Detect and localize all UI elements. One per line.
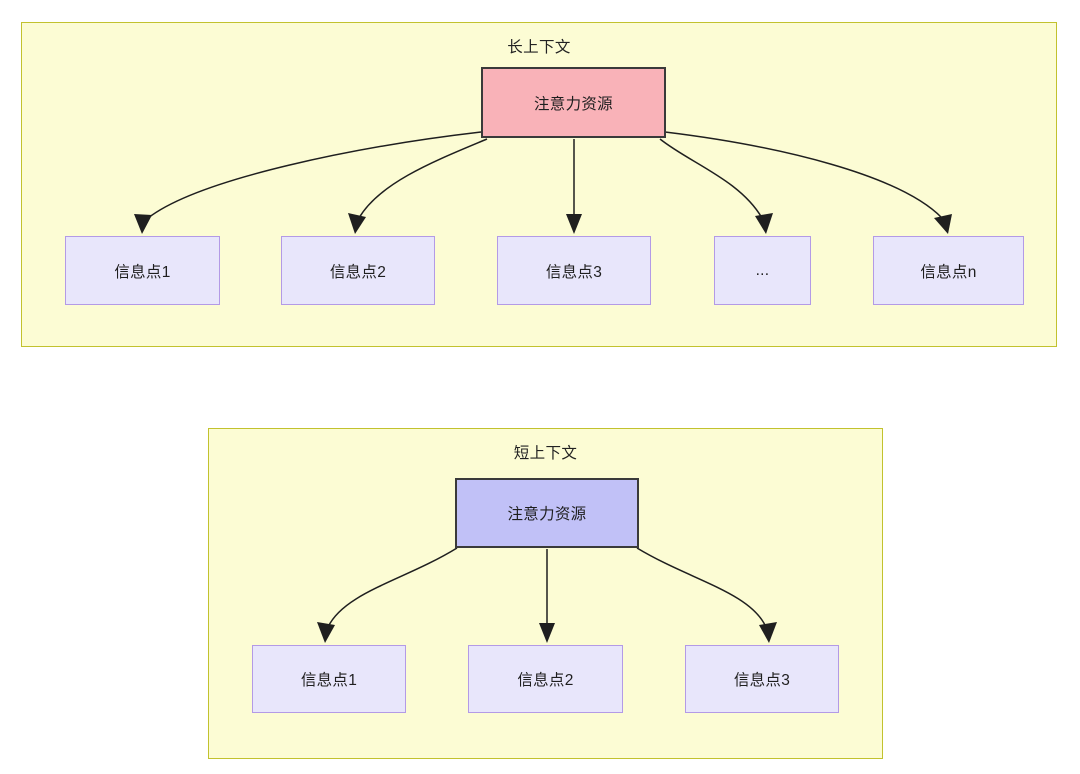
node-info-point-long-3-label: 信息点3	[545, 263, 603, 281]
node-info-point-short-2[interactable]: 信息点2	[468, 645, 623, 713]
node-info-point-short-3-label: 信息点3	[733, 672, 791, 689]
node-info-point-long-2-label: 信息点2	[329, 263, 387, 281]
panel-long-context-title: 长上下文	[507, 39, 571, 56]
node-info-point-short-1[interactable]: 信息点1	[252, 645, 406, 713]
node-attention-resource-long[interactable]: 注意力资源	[481, 67, 666, 138]
node-info-point-long-3[interactable]: 信息点3	[497, 236, 651, 305]
panel-short-context-title: 短上下文	[513, 445, 578, 462]
node-attention-resource-short-label: 注意力资源	[507, 506, 587, 523]
node-attention-resource-long-label: 注意力资源	[533, 95, 613, 113]
node-info-point-long-n[interactable]: 信息点n	[873, 236, 1024, 305]
node-attention-resource-short[interactable]: 注意力资源	[455, 478, 639, 548]
node-info-point-long-1-label: 信息点1	[114, 263, 171, 281]
node-info-point-long-1[interactable]: 信息点1	[65, 236, 220, 305]
node-info-point-long-2[interactable]: 信息点2	[281, 236, 435, 305]
node-info-point-short-1-label: 信息点1	[300, 672, 358, 689]
node-info-point-short-3[interactable]: 信息点3	[685, 645, 839, 713]
node-info-point-long-n-label: 信息点n	[920, 263, 977, 281]
node-info-point-long-ellipsis[interactable]: ...	[714, 236, 811, 305]
node-info-point-short-2-label: 信息点2	[517, 672, 574, 689]
node-info-point-long-ellipsis-label: ...	[755, 261, 770, 279]
